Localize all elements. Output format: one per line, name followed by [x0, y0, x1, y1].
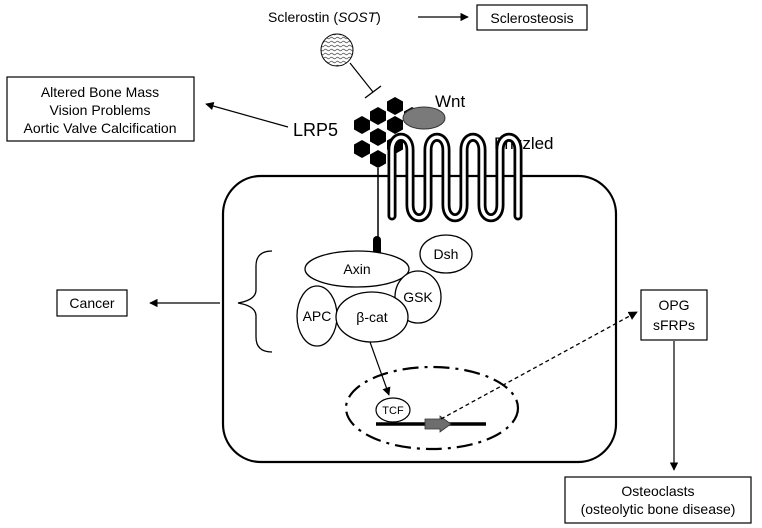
dsh-protein: [419, 234, 473, 274]
sclerostin-label: Sclerostin (SOST): [268, 9, 381, 25]
osteoclasts-label: Osteoclasts: [621, 483, 694, 499]
inhibition-line: [349, 62, 374, 93]
gene-to-opg-dotted-arrow: [440, 311, 638, 420]
effect-altered-bone-mass: Altered Bone Mass: [41, 84, 159, 100]
sfrps-label: sFRPs: [653, 317, 695, 333]
gene-promoter-arrow: [424, 415, 452, 433]
opg-label: OPG: [658, 297, 689, 313]
tcf-label: TCF: [382, 405, 404, 417]
cancer-box: [56, 289, 128, 317]
lrp5-label: LRP5: [293, 120, 338, 140]
osteolytic-disease-label: (osteolytic bone disease): [581, 501, 736, 517]
opg-sfrps-box: [640, 289, 708, 341]
wnt-ligand: [402, 106, 446, 130]
dsh-label: Dsh: [434, 246, 459, 262]
cancer-label: Cancer: [69, 295, 114, 311]
beta-catenin-to-tcf-arrow: [369, 341, 391, 396]
beta-catenin-label: β-cat: [356, 309, 388, 325]
osteoclasts-box: [564, 476, 752, 524]
lrp5-to-effects-arrow: [205, 101, 289, 128]
sclerosteosis-box: [476, 4, 588, 31]
frizzled-receptor-core: [390, 135, 520, 220]
apc-label: APC: [303, 308, 332, 324]
effect-aortic-valve-calcification: Aortic Valve Calcification: [23, 120, 176, 136]
sclerostin-molecule: [320, 33, 354, 67]
axin-label: Axin: [343, 261, 370, 277]
inhibition-bar: [364, 85, 382, 99]
effect-vision-problems: Vision Problems: [50, 102, 151, 118]
complex-brace: [237, 250, 273, 353]
nucleus: [344, 365, 520, 451]
tcf-protein: [375, 397, 411, 423]
sclerosteosis-label: Sclerosteosis: [490, 10, 573, 26]
gsk-label: GSK: [403, 289, 433, 305]
beta-catenin-protein: [335, 291, 409, 343]
lrp5-effects-box: [6, 76, 195, 142]
wnt-label: Wnt: [435, 92, 466, 111]
lrp5-cytoplasmic-tail: [373, 236, 381, 256]
axin-protein: [304, 250, 410, 288]
